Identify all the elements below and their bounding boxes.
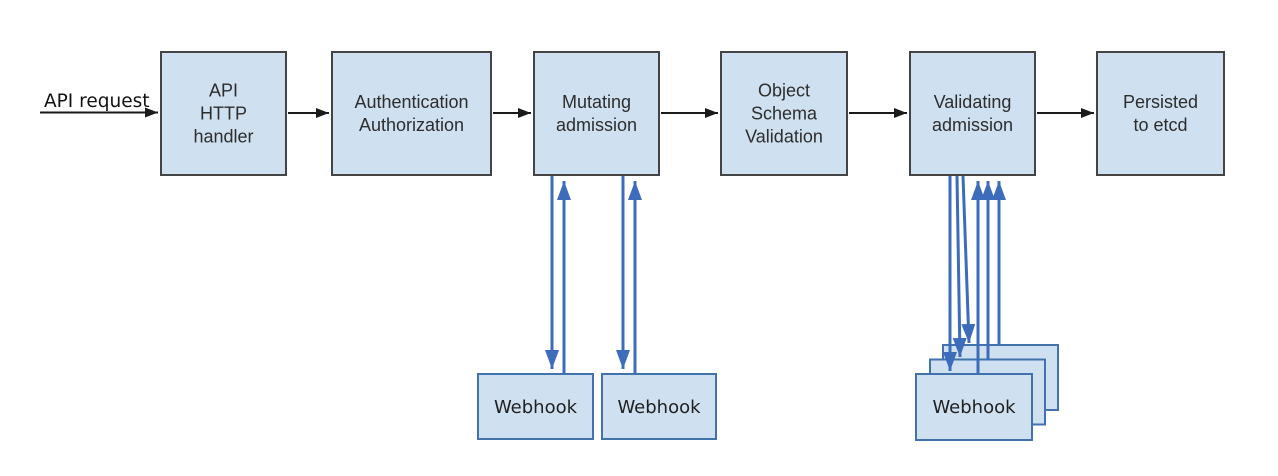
webhook-label: Webhook (494, 397, 578, 418)
node-label-line: Validation (745, 127, 823, 147)
node-label-line: Authentication (354, 92, 468, 112)
node-label-line: handler (193, 127, 253, 147)
node-label-line: admission (556, 115, 637, 135)
node-box (1096, 51, 1225, 176)
webhook-box (477, 373, 594, 440)
node-label-line: API (209, 81, 238, 101)
node-label-line: to etcd (1133, 115, 1187, 135)
request-entry: API request (40, 91, 158, 118)
node-box (160, 51, 287, 176)
webhook-label: Webhook (932, 397, 1016, 418)
node-label-line: Object (758, 81, 810, 101)
webhook-box (915, 373, 1033, 441)
webhook-box (601, 373, 717, 440)
node-label-line: HTTP (200, 104, 247, 124)
node-box (533, 51, 660, 176)
mutating-webhook-arrows (545, 176, 642, 374)
webhook-label: Webhook (617, 397, 701, 418)
node-box (909, 51, 1036, 176)
webhook-box-validating-front: Webhook (915, 373, 1033, 441)
webhook-box-mutating-1: Webhook (477, 373, 594, 440)
node-label-line: Validating (934, 92, 1012, 112)
webhook-box-mutating-2: Webhook (601, 373, 717, 440)
node-label-line: Authorization (359, 115, 464, 135)
node-api-http-handler: API HTTP handler (160, 51, 287, 176)
node-label-line: admission (932, 115, 1013, 135)
webhook-down-arrow (952, 175, 967, 358)
node-mutating-admission: Mutating admission (533, 51, 660, 176)
node-validating-admission: Validating admission (909, 51, 1036, 176)
node-label-line: Schema (751, 104, 818, 124)
node-label-line: Persisted (1123, 92, 1198, 112)
node-box (331, 51, 492, 176)
validating-webhook-arrows (943, 175, 1006, 374)
node-persisted-to-etcd: Persisted to etcd (1096, 51, 1225, 176)
webhook-down-arrow (961, 175, 976, 344)
node-label-line: Mutating (562, 92, 631, 112)
node-object-schema-validation: Object Schema Validation (720, 51, 848, 176)
node-box (720, 51, 848, 176)
node-authentication-authorization: Authentication Authorization (331, 51, 492, 176)
api-request-label: API request (44, 91, 149, 112)
